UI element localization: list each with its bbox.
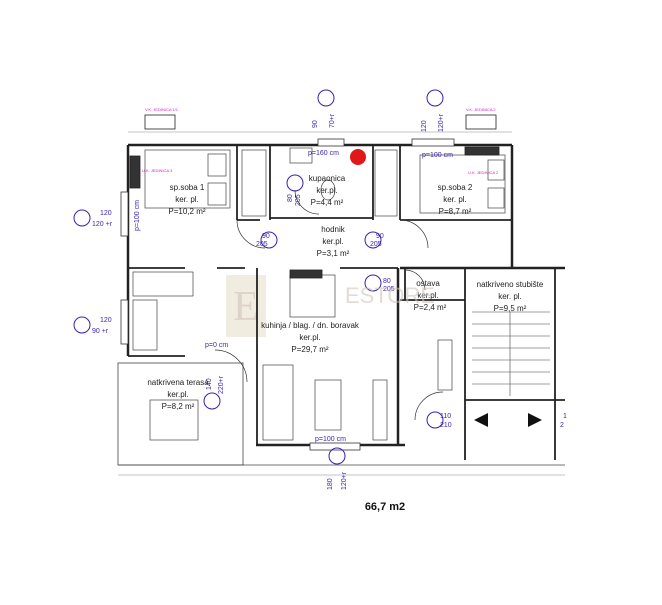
svg-text:120+r: 120+r [438, 113, 445, 132]
svg-text:V.K. JEDINICA 1/1: V.K. JEDINICA 1/1 [145, 107, 179, 112]
svg-text:P=9,5 m²: P=9,5 m² [494, 304, 527, 313]
svg-text:p=100 cm: p=100 cm [422, 152, 453, 159]
svg-text:205: 205 [383, 286, 395, 293]
svg-text:ker.pl.: ker.pl. [417, 291, 438, 300]
svg-text:natkriveno stubište: natkriveno stubište [477, 280, 544, 289]
svg-text:P=4,4 m²: P=4,4 m² [311, 198, 344, 207]
svg-text:U.K. JEDINICA 2: U.K. JEDINICA 2 [468, 170, 499, 175]
room-stubiste: natkriveno stubište ker. pl. P=9,5 m² [477, 280, 544, 313]
svg-text:ker.pl.: ker.pl. [322, 237, 343, 246]
svg-text:110: 110 [440, 413, 451, 420]
entrance-arrows [474, 413, 542, 427]
room-kupaonica: kupaonica ker.pl. P=4,4 m² [309, 174, 346, 207]
svg-text:2: 2 [560, 422, 564, 429]
svg-text:p=0 cm: p=0 cm [205, 342, 228, 349]
svg-text:p=100 cm: p=100 cm [315, 436, 346, 443]
svg-text:P=2,4 m²: P=2,4 m² [414, 303, 447, 312]
svg-text:p=160 cm: p=160 cm [308, 150, 339, 157]
svg-text:205: 205 [295, 194, 302, 206]
svg-text:120: 120 [421, 120, 428, 132]
svg-text:120: 120 [100, 210, 112, 217]
svg-text:P=8,2 m²: P=8,2 m² [162, 402, 195, 411]
watermark-text: ESTORE [345, 283, 435, 308]
svg-text:80: 80 [383, 278, 391, 285]
svg-text:90: 90 [262, 233, 270, 240]
svg-text:140: 140 [206, 378, 213, 390]
inner-walls [128, 145, 565, 460]
ac-units [129, 114, 500, 279]
svg-text:p=100 cm: p=100 cm [134, 200, 141, 231]
svg-text:205: 205 [256, 241, 268, 248]
watermark: E [226, 275, 266, 337]
svg-text:P=8,7 m²: P=8,7 m² [439, 207, 472, 216]
windows [120, 138, 455, 451]
svg-text:ker.pl.: ker.pl. [167, 390, 188, 399]
room-sp-soba-2: sp.soba 2 ker. pl. P=8,7 m² [438, 183, 473, 216]
svg-text:90: 90 [376, 233, 384, 240]
stairs [472, 311, 550, 396]
svg-text:ker. pl.: ker. pl. [175, 195, 199, 204]
room-hodnik: hodnik ker.pl. P=3,1 m² [317, 225, 350, 258]
svg-text:210: 210 [440, 422, 452, 429]
svg-text:220+r: 220+r [218, 375, 225, 394]
room-terasa: natkrivena terasa ker.pl. P=8,2 m² [147, 378, 209, 411]
boiler-icon [350, 149, 366, 165]
svg-text:kuhinja / blag. / dn. boravak: kuhinja / blag. / dn. boravak [261, 321, 360, 330]
svg-text:ker.pl.: ker.pl. [299, 333, 320, 342]
total-area: 66,7 m2 [365, 501, 405, 513]
svg-text:90: 90 [312, 120, 319, 128]
furniture [132, 147, 506, 441]
sill-notes: p=100 cm p=100 cm p=100 cm p=160 cm p=0 … [134, 150, 453, 443]
svg-text:P=10,2 m²: P=10,2 m² [168, 207, 205, 216]
svg-text:70+r: 70+r [329, 113, 336, 128]
room-kuhinja: kuhinja / blag. / dn. boravak ker.pl. P=… [261, 321, 360, 354]
svg-text:80: 80 [287, 194, 294, 202]
svg-text:sp.soba 1: sp.soba 1 [170, 183, 205, 192]
svg-text:sp.soba 2: sp.soba 2 [438, 183, 473, 192]
outer-walls [126, 143, 565, 447]
door-swings [214, 189, 444, 421]
svg-text:180: 180 [327, 478, 334, 490]
svg-text:120 +r: 120 +r [92, 221, 113, 228]
room-ostava: ostava ker.pl. P=2,4 m² [414, 279, 447, 312]
svg-text:kupaonica: kupaonica [309, 174, 346, 183]
svg-text:ker.pl.: ker.pl. [316, 186, 337, 195]
svg-text:P=3,1 m²: P=3,1 m² [317, 249, 350, 258]
svg-text:hodnik: hodnik [321, 225, 346, 234]
svg-text:ker. pl.: ker. pl. [498, 292, 522, 301]
svg-text:205: 205 [370, 241, 382, 248]
svg-text:E: E [233, 284, 259, 330]
svg-text:120: 120 [100, 317, 112, 324]
svg-text:1: 1 [563, 413, 567, 420]
svg-text:90 +r: 90 +r [92, 328, 109, 335]
unit-tags: V.K. JEDINICA 1/1 V.K. JEDINICA 2 U.K. J… [142, 107, 499, 175]
svg-text:U.K. JEDINICA 3: U.K. JEDINICA 3 [142, 168, 173, 173]
svg-text:ker. pl.: ker. pl. [443, 195, 467, 204]
dimension-markers [73, 89, 444, 465]
svg-text:V.K. JEDINICA 2: V.K. JEDINICA 2 [466, 107, 496, 112]
svg-text:ostava: ostava [416, 279, 440, 288]
dimension-labels: 90 70+r 120 120+r 120 120 +r 120 90 +r 1… [92, 113, 567, 490]
svg-text:120+r: 120+r [341, 471, 348, 490]
svg-text:natkrivena terasa: natkrivena terasa [147, 378, 209, 387]
svg-text:P=29,7 m²: P=29,7 m² [291, 345, 328, 354]
room-sp-soba-1: sp.soba 1 ker. pl. P=10,2 m² [168, 183, 205, 216]
